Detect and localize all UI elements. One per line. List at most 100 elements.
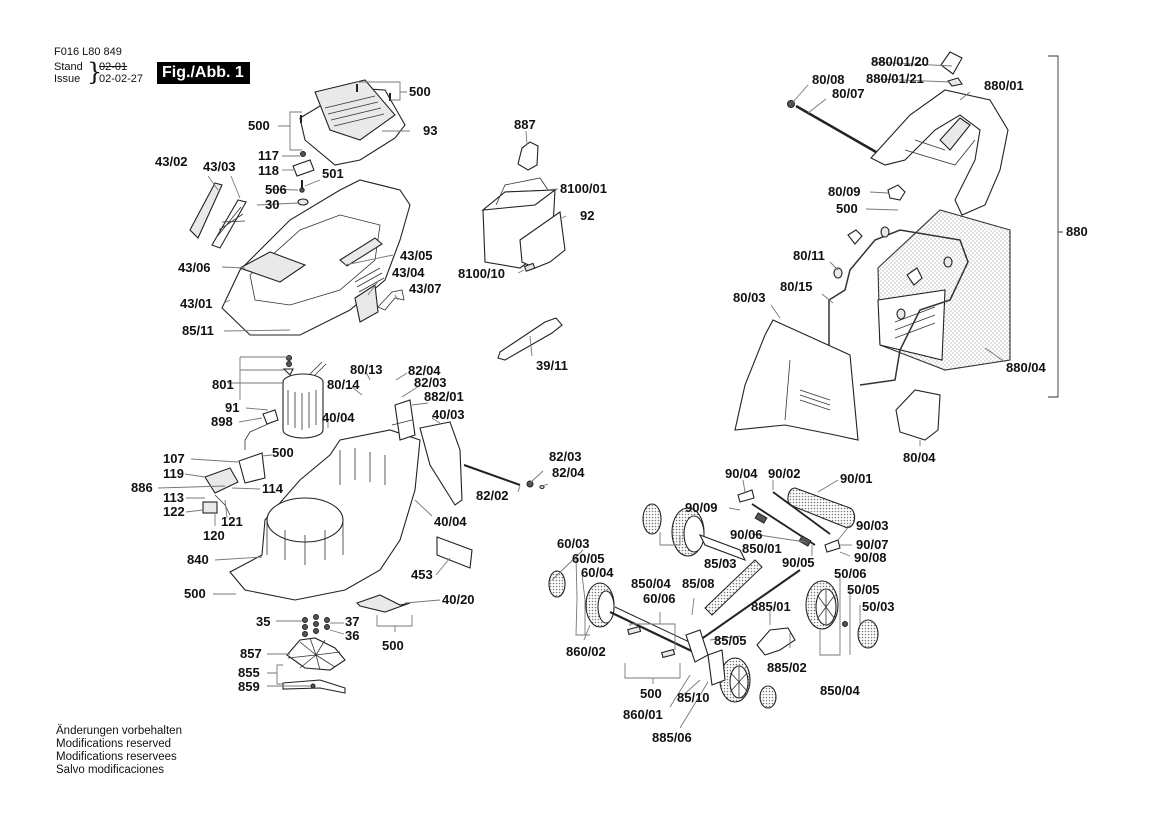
callout: 40/20 (442, 592, 475, 607)
part-880-01-handle (870, 89, 1009, 216)
callout: 80/13 (350, 362, 383, 377)
part-80-07-rod (795, 104, 877, 154)
document-number: F016 L80 849 (54, 46, 122, 58)
grass-box-group (734, 51, 1063, 441)
brace-icon: } (87, 58, 103, 86)
part-122 (202, 501, 218, 514)
callout: 840 (187, 552, 209, 567)
callout: 860/02 (566, 644, 606, 659)
callout: 121 (221, 514, 243, 529)
callout: 90/06 (730, 527, 763, 542)
callout-labels: 500 500 93 117 118 501 506 30 43/02 43/0… (131, 54, 1088, 745)
callout: 880/01 (984, 78, 1024, 93)
issue-date: 02-02-27 (99, 73, 144, 85)
callout: 886 (131, 480, 153, 495)
disclaimer-line: Salvo modificaciones (56, 764, 165, 776)
part-43-02 (189, 182, 223, 239)
callout: 500 (382, 638, 404, 653)
callout: 80/04 (903, 450, 936, 465)
battery-group (481, 141, 566, 361)
disclaimer-line: Änderungen vorbehalten (56, 725, 182, 737)
callout: 35 (256, 614, 270, 629)
callout: 500 (248, 118, 270, 133)
callout: 8100/01 (560, 181, 607, 196)
callout: 885/01 (751, 599, 791, 614)
part-40-03 (419, 421, 463, 506)
callout: 8100/10 (458, 266, 505, 281)
bracket-880 (1048, 55, 1063, 398)
callout: 80/14 (327, 377, 360, 392)
callout: 107 (163, 451, 185, 466)
callout: 85/03 (704, 556, 737, 571)
callout: 82/03 (414, 375, 447, 390)
part-453-label (436, 536, 473, 569)
callout: 43/02 (155, 154, 188, 169)
part-40-20 (355, 594, 411, 613)
callout: 50/06 (834, 566, 867, 581)
callout: 43/06 (178, 260, 211, 275)
callout: 880/01/21 (866, 71, 924, 86)
callout: 82/04 (408, 363, 441, 378)
callout: 93 (423, 123, 437, 138)
callout: 92 (580, 208, 594, 223)
callout: 855 (238, 665, 260, 680)
callout: 43/01 (180, 296, 213, 311)
callout: 82/03 (549, 449, 582, 464)
callout: 882/01 (424, 389, 464, 404)
callout: 39/11 (536, 358, 568, 373)
callout: 82/02 (476, 488, 509, 503)
housing-group (189, 79, 411, 336)
callout: 801 (212, 377, 234, 392)
callout: 30 (265, 197, 279, 212)
part-43-06-label (238, 251, 307, 283)
part-50-03-hubcap (857, 619, 879, 649)
callout: 850/01 (742, 541, 782, 556)
part-80-15-frame (828, 229, 969, 386)
callout: 453 (411, 567, 433, 582)
callout: 898 (211, 414, 233, 429)
callout: 506 (265, 182, 287, 197)
part-880-01-20 (940, 51, 963, 75)
callout: 860/01 (623, 707, 663, 722)
callout: 500 (836, 201, 858, 216)
callout: 43/05 (400, 248, 433, 263)
callout: 60/06 (643, 591, 676, 606)
callout: 90/04 (725, 466, 758, 481)
part-60-03-hubcap (548, 570, 566, 598)
callout: 60/05 (572, 551, 605, 566)
callout: 887 (514, 117, 536, 132)
figure-badge: Fig./Abb. 1 (157, 62, 250, 84)
disclaimer-line: Modifications reserved (56, 738, 172, 750)
callout: 80/03 (733, 290, 766, 305)
callout: 857 (240, 646, 262, 661)
callout: 43/04 (392, 265, 425, 280)
callout: 60/03 (557, 536, 590, 551)
callout: 500 (184, 586, 206, 601)
callout: 90/07 (856, 537, 889, 552)
issue-label: Issue (54, 73, 81, 85)
part-cover-lid (314, 79, 396, 141)
part-43-04 (354, 284, 379, 323)
wheels-group (548, 487, 879, 709)
footer-disclaimer: Änderungen vorbehalten Modifications res… (56, 725, 182, 777)
callout: 90/03 (856, 518, 889, 533)
part-898-capacitor (262, 409, 279, 425)
part-switch-box (238, 452, 266, 484)
callout: 850/04 (631, 576, 672, 591)
part-92-plate (519, 211, 566, 269)
callout: 40/04 (434, 514, 467, 529)
callout: 80/09 (828, 184, 861, 199)
callout: 885/06 (652, 730, 692, 745)
part-80-03-chute (734, 319, 859, 441)
part-85-03-spring (704, 559, 763, 616)
callout: 85/11 (182, 323, 214, 338)
callout: 80/15 (780, 279, 813, 294)
callout: 85/10 (677, 690, 710, 705)
callout: 90/09 (685, 500, 718, 515)
callout: 122 (163, 504, 185, 519)
callout: 500 (640, 686, 662, 701)
part-90-01-roller (787, 487, 856, 529)
callout: 90/05 (782, 555, 815, 570)
callout: 885/02 (767, 660, 807, 675)
callout: 37 (345, 614, 359, 629)
